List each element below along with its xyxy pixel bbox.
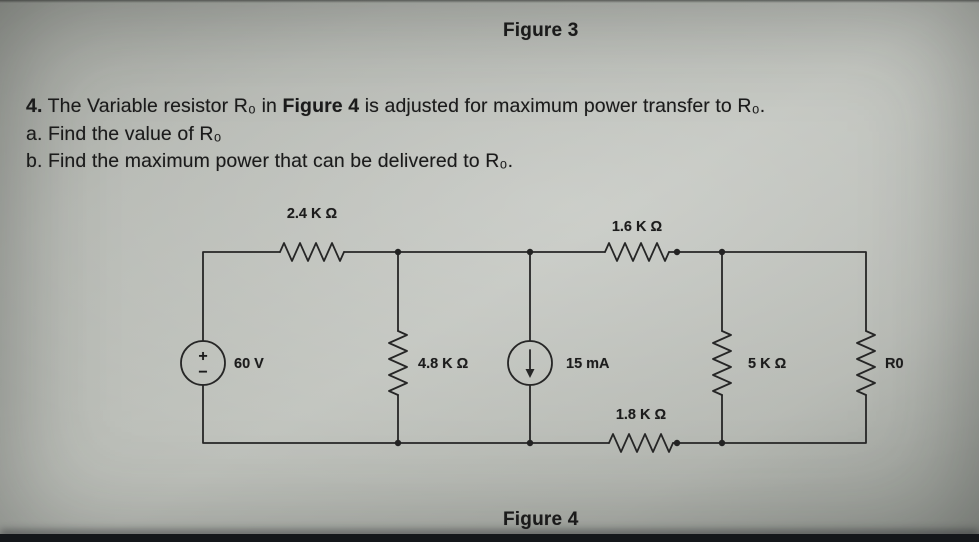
- label-resistor-5k: 5 K Ω: [748, 356, 787, 372]
- resistor-1-8k-zigzag: [608, 433, 674, 453]
- label-resistor-r0: R0: [885, 356, 904, 372]
- problem-number: 4.: [26, 95, 43, 117]
- current-source-symbol: [507, 340, 553, 386]
- label-current-source: 15 mA: [566, 356, 610, 372]
- problem-line-3: b. Find the maximum power that can be de…: [26, 150, 514, 172]
- problem-line-2: a. Find the value of R₀: [26, 122, 222, 145]
- label-resistor-2-4k: 2.4 K Ω: [287, 206, 338, 222]
- minus-sign: −: [198, 364, 207, 381]
- label-resistor-1-8k: 1.8 K Ω: [616, 407, 667, 423]
- junction-dots: [394, 248, 726, 447]
- photo-bottom-edge: [0, 534, 979, 542]
- problem-statement: 4. The Variable resistor R₀ in Figure 4 …: [26, 93, 971, 176]
- plus-sign: +: [198, 348, 207, 365]
- label-voltage-source: 60 V: [234, 356, 264, 372]
- photo-top-edge: [0, 0, 979, 3]
- label-resistor-1-6k: 1.6 K Ω: [612, 219, 663, 235]
- resistor-2-4k-zigzag: [279, 242, 345, 262]
- voltage-source-symbol: [180, 340, 226, 386]
- problem-line-1: 4. The Variable resistor R₀ in Figure 4 …: [26, 93, 971, 121]
- label-resistor-4-8k: 4.8 K Ω: [418, 356, 469, 372]
- circuit-wires: [202, 251, 867, 444]
- resistor-5k-zigzag: [712, 330, 732, 396]
- resistor-1-6k-zigzag: [604, 242, 670, 262]
- figure4-caption: Figure 4: [503, 509, 579, 530]
- current-arrow-icon: [525, 349, 535, 378]
- problem-line1-pre: The Variable resistor R₀ in: [47, 95, 277, 117]
- problem-figure-ref: Figure 4: [282, 95, 360, 117]
- resistor-4-8k-zigzag: [388, 330, 408, 396]
- resistor-r0-zigzag: [856, 330, 876, 396]
- problem-line1-post: is adjusted for maximum power transfer t…: [364, 95, 766, 117]
- figure3-caption: Figure 3: [503, 20, 579, 41]
